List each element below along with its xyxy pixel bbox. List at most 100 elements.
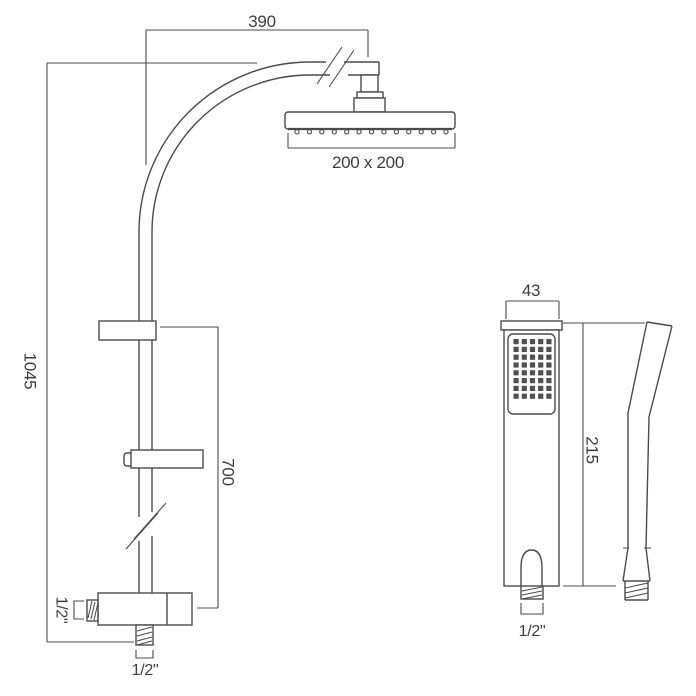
nozzle-dot bbox=[319, 129, 325, 135]
spray-jet bbox=[538, 393, 544, 399]
dim-handset-inlet-label: 1/2" bbox=[519, 623, 546, 640]
dimension-1045: 1045 bbox=[21, 62, 257, 643]
dim-1045-lines bbox=[46, 62, 257, 643]
spray-grid bbox=[513, 339, 552, 399]
spray-jet bbox=[546, 362, 552, 368]
side-view-thread-outline bbox=[624, 581, 649, 601]
dim-side-inlet-bracket bbox=[73, 600, 84, 620]
handset-side-view bbox=[622, 321, 673, 601]
handset-inlet-cone bbox=[520, 549, 543, 586]
head-swivel-neck bbox=[360, 74, 379, 93]
spray-jet bbox=[521, 362, 527, 368]
spray-jet bbox=[521, 346, 527, 352]
wall-bracket-body bbox=[98, 320, 157, 341]
arm-break-marks bbox=[316, 46, 355, 88]
spray-jet bbox=[513, 385, 519, 391]
spray-jet bbox=[538, 346, 544, 352]
nozzle-dot bbox=[443, 129, 449, 135]
nozzle-dot bbox=[381, 129, 387, 135]
spray-jet bbox=[521, 385, 527, 391]
spray-jet bbox=[513, 370, 519, 376]
spray-jet bbox=[529, 339, 536, 345]
dim-bottom-outlet-bracket bbox=[135, 650, 154, 659]
pipe-break-marks bbox=[125, 502, 167, 550]
diverter-valve: 1/2" 1/2" bbox=[53, 592, 193, 679]
nozzle-dot bbox=[430, 129, 437, 135]
spray-jet bbox=[513, 378, 519, 384]
hose-outlet-thread-hatch bbox=[136, 626, 153, 646]
dimension-700: 700 bbox=[160, 326, 238, 609]
spray-jet bbox=[538, 378, 544, 384]
pipe-outer-line bbox=[138, 61, 379, 593]
dim-390-lines bbox=[145, 29, 369, 165]
valve-body bbox=[97, 592, 193, 626]
spray-jet bbox=[546, 339, 552, 345]
head-plate bbox=[284, 111, 456, 130]
spray-jet bbox=[529, 346, 536, 352]
spray-jet bbox=[529, 393, 536, 399]
handset-front-view: 1/2" bbox=[500, 320, 563, 640]
spray-jet bbox=[546, 378, 552, 384]
holder-body bbox=[130, 449, 204, 469]
dim-43-lines bbox=[505, 300, 560, 319]
dim-side-inlet-label: 1/2" bbox=[53, 597, 70, 624]
nozzle-dot bbox=[418, 129, 424, 135]
spray-jet bbox=[513, 393, 519, 399]
spray-jet bbox=[521, 393, 527, 399]
nozzle-dot bbox=[306, 129, 313, 135]
dim-handset-inlet-bracket bbox=[520, 603, 544, 615]
nozzle-dot bbox=[393, 129, 400, 135]
spray-jet bbox=[513, 354, 519, 360]
wall-inlet-thread-hatch bbox=[87, 600, 99, 621]
spray-jet bbox=[521, 378, 527, 384]
nozzle-row bbox=[294, 129, 449, 135]
spray-jet bbox=[521, 339, 527, 345]
nozzle-dot bbox=[294, 129, 300, 135]
spray-jet bbox=[529, 385, 536, 391]
spray-jet bbox=[529, 362, 536, 368]
nozzle-dot bbox=[331, 129, 337, 135]
side-view-thread-hatch bbox=[624, 582, 649, 599]
dim-215-label: 215 bbox=[583, 436, 602, 463]
nozzle-dot bbox=[368, 129, 375, 135]
dim-215-lines bbox=[563, 322, 645, 587]
spray-jet bbox=[513, 339, 519, 345]
dim-700-lines bbox=[160, 326, 219, 609]
dim-head-bracket bbox=[287, 133, 456, 149]
spray-jet bbox=[529, 378, 536, 384]
spray-jet bbox=[546, 370, 552, 376]
spray-jet bbox=[538, 370, 544, 376]
nozzle-dot bbox=[344, 129, 350, 135]
dim-390-label: 390 bbox=[248, 12, 275, 31]
spray-jet bbox=[538, 339, 544, 345]
handset-inlet-thread-hatch bbox=[521, 586, 543, 600]
spray-jet bbox=[529, 354, 536, 360]
dim-700-label: 700 bbox=[219, 458, 238, 485]
dim-head-size-label: 200 x 200 bbox=[332, 153, 404, 172]
spray-jet bbox=[546, 393, 552, 399]
handset-spray-face bbox=[507, 333, 556, 415]
nozzle-dot bbox=[406, 129, 412, 135]
spray-jet bbox=[546, 354, 552, 360]
wall-bracket bbox=[98, 320, 157, 341]
nozzle-dot bbox=[356, 129, 362, 135]
dim-43-label: 43 bbox=[522, 281, 540, 300]
spray-jet bbox=[538, 362, 544, 368]
spray-jet bbox=[546, 385, 552, 391]
overhead-shower-head: 200 x 200 bbox=[284, 74, 456, 172]
spray-jet bbox=[546, 346, 552, 352]
handset-body bbox=[503, 329, 560, 587]
spray-jet bbox=[513, 346, 519, 352]
spray-jet bbox=[513, 362, 519, 368]
handset-holder bbox=[123, 449, 204, 469]
head-swivel-flange bbox=[356, 91, 384, 99]
head-ball-joint bbox=[353, 97, 386, 113]
dim-1045-label: 1045 bbox=[21, 353, 40, 390]
spray-jet bbox=[521, 370, 527, 376]
spray-jet bbox=[529, 370, 536, 376]
side-view-outline bbox=[622, 321, 673, 582]
dimension-390: 390 bbox=[145, 12, 369, 165]
spray-jet bbox=[521, 354, 527, 360]
